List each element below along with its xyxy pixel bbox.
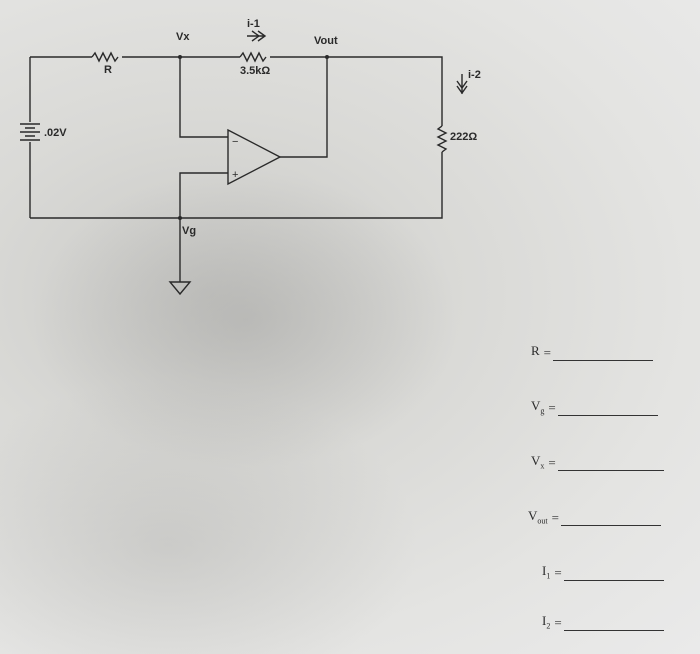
- arrow-i2: [456, 74, 468, 95]
- resistor-r: [91, 51, 119, 63]
- label-opamp-plus: +: [232, 169, 238, 181]
- answer-vg-blank[interactable]: [557, 405, 658, 416]
- arrow-i1: [247, 30, 267, 42]
- answer-vg: Vg =: [531, 398, 658, 416]
- answer-vx-var: Vx: [531, 453, 545, 471]
- label-vout: Vout: [314, 35, 338, 47]
- answer-vout: Vout =: [528, 508, 661, 526]
- label-opamp-minus: −: [232, 136, 238, 148]
- answer-r-eq: =: [543, 344, 552, 360]
- wire-plus-to-vg: [179, 172, 228, 218]
- answer-i2-blank[interactable]: [563, 620, 664, 631]
- answer-i1: I1 =: [542, 563, 664, 581]
- resistor-feedback: [239, 51, 267, 63]
- label-vx: Vx: [176, 31, 190, 43]
- answer-vx: Vx =: [531, 453, 664, 471]
- answer-vout-eq: =: [551, 509, 559, 525]
- answer-vx-blank[interactable]: [557, 460, 664, 471]
- answer-i2-eq: =: [554, 614, 562, 630]
- node-vout: [325, 55, 329, 59]
- answer-vg-eq: =: [548, 399, 556, 415]
- wire-top-right: [270, 56, 443, 126]
- label-r: R: [104, 64, 112, 76]
- label-vg: Vg: [182, 225, 196, 237]
- label-i2: i-2: [468, 69, 481, 81]
- answer-i1-var: I1: [542, 563, 551, 581]
- answer-r-var: R: [531, 343, 540, 358]
- label-r-feedback: 3.5kΩ: [240, 65, 270, 77]
- node-vg: [178, 216, 182, 220]
- answer-r-blank[interactable]: [553, 350, 654, 361]
- answer-i2: I2 =: [542, 613, 664, 631]
- wire-right-down: [30, 152, 443, 219]
- opamp-triangle: [227, 128, 282, 186]
- wire-vout-to-output: [280, 57, 328, 158]
- battery-plates: [20, 123, 40, 141]
- answer-vx-eq: =: [548, 454, 556, 470]
- answer-r: R =: [531, 343, 654, 361]
- answer-vg-var: Vg: [531, 398, 545, 416]
- label-r-load: 222Ω: [450, 131, 477, 143]
- answer-i1-eq: =: [554, 564, 562, 580]
- answer-i1-blank[interactable]: [563, 570, 664, 581]
- answer-vout-blank[interactable]: [560, 515, 661, 526]
- label-i1: i-1: [247, 18, 260, 30]
- wire-vx-to-minus: [179, 57, 228, 138]
- resistor-load: [436, 125, 448, 153]
- node-vx: [178, 55, 182, 59]
- answer-i2-var: I2: [542, 613, 551, 631]
- answer-vout-var: Vout: [528, 508, 548, 526]
- label-source: .02V: [44, 127, 67, 139]
- ground-symbol: [168, 281, 192, 296]
